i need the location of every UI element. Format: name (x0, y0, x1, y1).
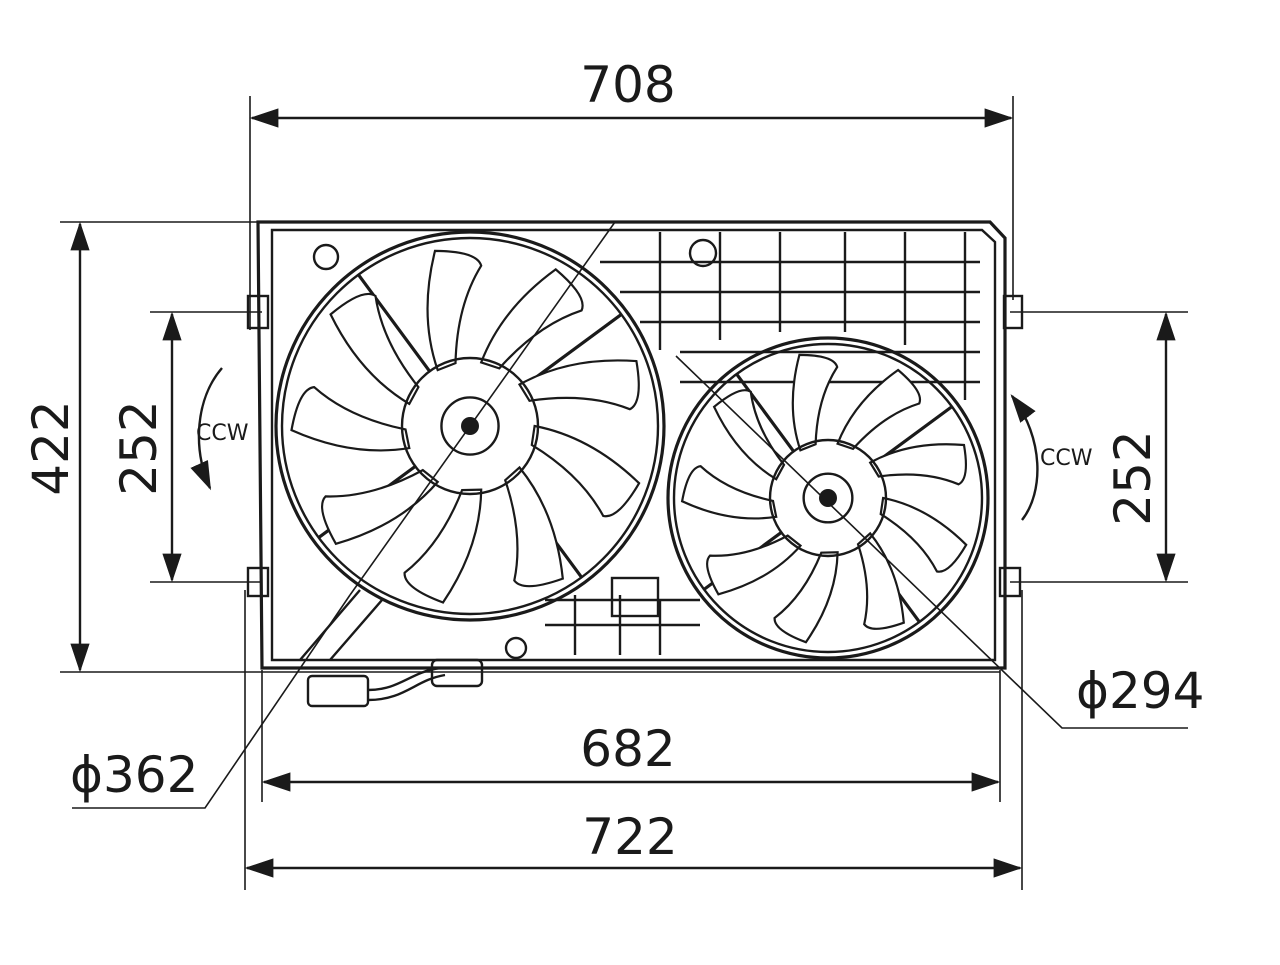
small-fan (666, 336, 990, 660)
mount-hole-top-middle (688, 238, 718, 268)
large-fan-blade (517, 359, 640, 411)
small-fan-blade (879, 496, 968, 573)
dim-inner-width-value: 682 (580, 720, 675, 778)
dim-outer-width-value: 722 (582, 808, 677, 866)
large-fan-hub-inner (440, 396, 500, 456)
dim-total-height: 422 (22, 221, 1000, 673)
shroud-frame (246, 220, 1024, 708)
dim-outer-width: 722 (244, 590, 1023, 890)
dim-left-mount-value: 252 (110, 400, 168, 495)
small-fan-blade (706, 534, 803, 596)
dim-right-mount-spacing: 252 (1010, 311, 1188, 583)
small-diameter-label: ϕ294 (1076, 662, 1204, 720)
dim-right-mount-value: 252 (1104, 430, 1162, 525)
dim-left-mount-spacing: 252 (110, 311, 262, 583)
small-fan-shroud-inner (672, 342, 984, 654)
mount-hole-bottom (504, 636, 528, 660)
rotation-arrow-large (190, 367, 223, 491)
large-fan-blade (426, 249, 483, 372)
large-fan-shroud-ring (274, 230, 666, 622)
small-fan-hub (768, 438, 888, 558)
large-fan-shroud-inner (280, 236, 660, 616)
large-fan-blade (321, 468, 440, 546)
small-fan-axle (819, 489, 837, 507)
rear-grid (545, 232, 980, 655)
large-fan (274, 230, 666, 622)
small-fan-blade (856, 531, 905, 630)
small-fan-blade (773, 551, 839, 644)
large-fan-blade (403, 488, 483, 604)
rotation-label-small: CCW (1040, 446, 1093, 471)
large-fan-strut (357, 273, 431, 373)
dim-top-width: 708 (249, 56, 1014, 330)
rotation-label-large: CCW (196, 421, 249, 446)
small-fan-blade (680, 465, 778, 520)
small-fan-blade (836, 368, 922, 451)
mount-hole-top-left (312, 243, 340, 271)
motor-connector (299, 576, 660, 708)
large-fan-blade (503, 465, 564, 588)
small-fan-hub-inner (802, 472, 854, 524)
small-fan-blade (791, 353, 839, 452)
small-fan-blade (868, 443, 968, 486)
leader-small-diameter: ϕ294 (675, 355, 1204, 729)
large-fan-blade (290, 385, 411, 452)
large-fan-hub (400, 356, 540, 496)
rotation-arrow-small (1010, 394, 1039, 521)
dim-top-width-value: 708 (580, 56, 675, 114)
dim-inner-width: 682 (261, 670, 1001, 802)
large-fan-blade (329, 292, 420, 406)
leader-large-diameter: ϕ362 (70, 221, 616, 809)
large-diameter-label: ϕ362 (70, 746, 198, 804)
dim-total-height-value: 422 (22, 400, 80, 495)
small-fan-strut (735, 373, 795, 453)
large-fan-blade (530, 424, 641, 518)
large-fan-blade (479, 268, 584, 370)
small-fan-shroud-ring (666, 336, 990, 660)
small-fan-blade (712, 389, 786, 481)
